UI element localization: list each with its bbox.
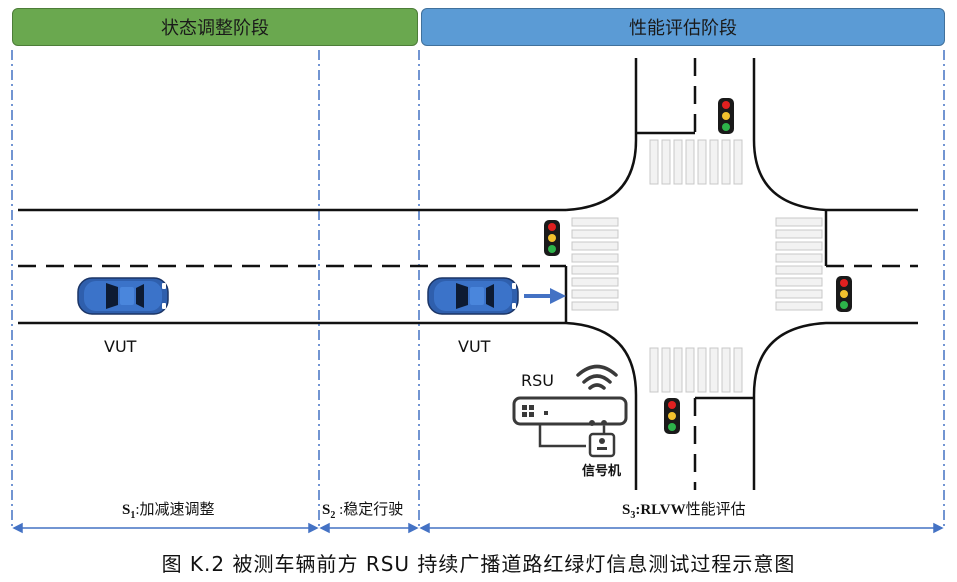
phase-label-adjust: 状态调整阶段 [161, 18, 269, 39]
car-icon [427, 277, 519, 315]
s2-symbol: S [322, 502, 331, 518]
rsu-label: RSU [521, 371, 554, 390]
phase-banner-evaluate: 性能评估阶段 [421, 8, 945, 46]
crosswalks [571, 139, 823, 393]
segment-s3-label: S3:RLVW性能评估 [622, 498, 746, 521]
segment-arrows [12, 522, 944, 534]
s1-symbol: S [122, 502, 131, 518]
s1-subscript: 1 [130, 510, 136, 521]
segment-s2-label: S2 :稳定行驶 [322, 498, 403, 521]
arrow-icon [524, 288, 566, 304]
phase-banner-adjust: 状态调整阶段 [12, 8, 418, 46]
segment-s1-label: S1:加减速调整 [122, 498, 215, 521]
traffic-light-icon [718, 98, 734, 134]
s3-symbol: S [622, 502, 631, 518]
traffic-light-icon [544, 220, 560, 256]
vut-label-right: VUT [458, 337, 491, 356]
lane-dividers [18, 58, 918, 490]
wifi-icon [576, 364, 618, 390]
vut-label-left: VUT [104, 337, 137, 356]
road-edges [18, 58, 918, 490]
signal-controller-icon [538, 424, 616, 458]
s2-text: :稳定行驶 [335, 502, 404, 518]
phase-label-evaluate: 性能评估阶段 [629, 18, 737, 39]
s1-text: :加减速调整 [135, 502, 215, 518]
rsu-device-icon [512, 396, 628, 426]
car-icon [77, 277, 169, 315]
s3-code: :RLVW [635, 502, 686, 518]
traffic-light-icon [836, 276, 852, 312]
s2-subscript: 2 [330, 510, 336, 521]
s3-text: 性能评估 [685, 502, 746, 518]
s3-subscript: 3 [630, 510, 636, 521]
traffic-light-icon [664, 398, 680, 434]
phase-dividers [11, 50, 945, 530]
figure-caption: 图 K.2 被测车辆前方 RSU 持续广播道路红绿灯信息测试过程示意图 [161, 552, 796, 576]
signal-machine-label: 信号机 [582, 464, 622, 479]
